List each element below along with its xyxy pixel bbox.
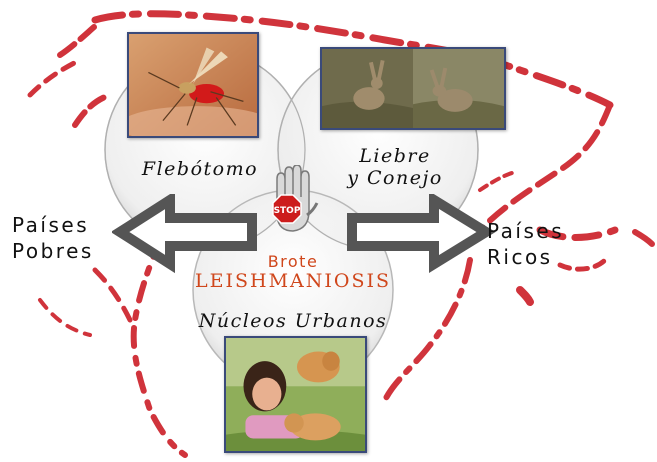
sandfly-photo <box>127 32 259 138</box>
urban-label: Núcleos Urbanos <box>195 310 391 332</box>
poor-countries-label: Países Pobres <box>12 212 94 264</box>
reservoir-label-line1: Liebre <box>330 145 460 167</box>
rich-countries-line1: Países <box>487 218 564 244</box>
vector-label: Flebótomo <box>120 158 280 180</box>
hare-photo <box>320 47 506 130</box>
outbreak-label: Brote <box>233 252 353 271</box>
leishmaniosis-label: LEISHMANIOSIS <box>188 270 398 292</box>
rich-countries-line2: Ricos <box>487 244 564 270</box>
poor-countries-line2: Pobres <box>12 238 94 264</box>
rich-countries-label: Países Ricos <box>487 218 564 270</box>
reservoir-label-line2: y Conejo <box>330 167 460 189</box>
stop-sign-label: STOP <box>274 206 301 216</box>
girl-with-puppies-photo <box>224 336 367 453</box>
poor-countries-line1: Países <box>12 212 94 238</box>
arrow-right <box>340 194 500 274</box>
